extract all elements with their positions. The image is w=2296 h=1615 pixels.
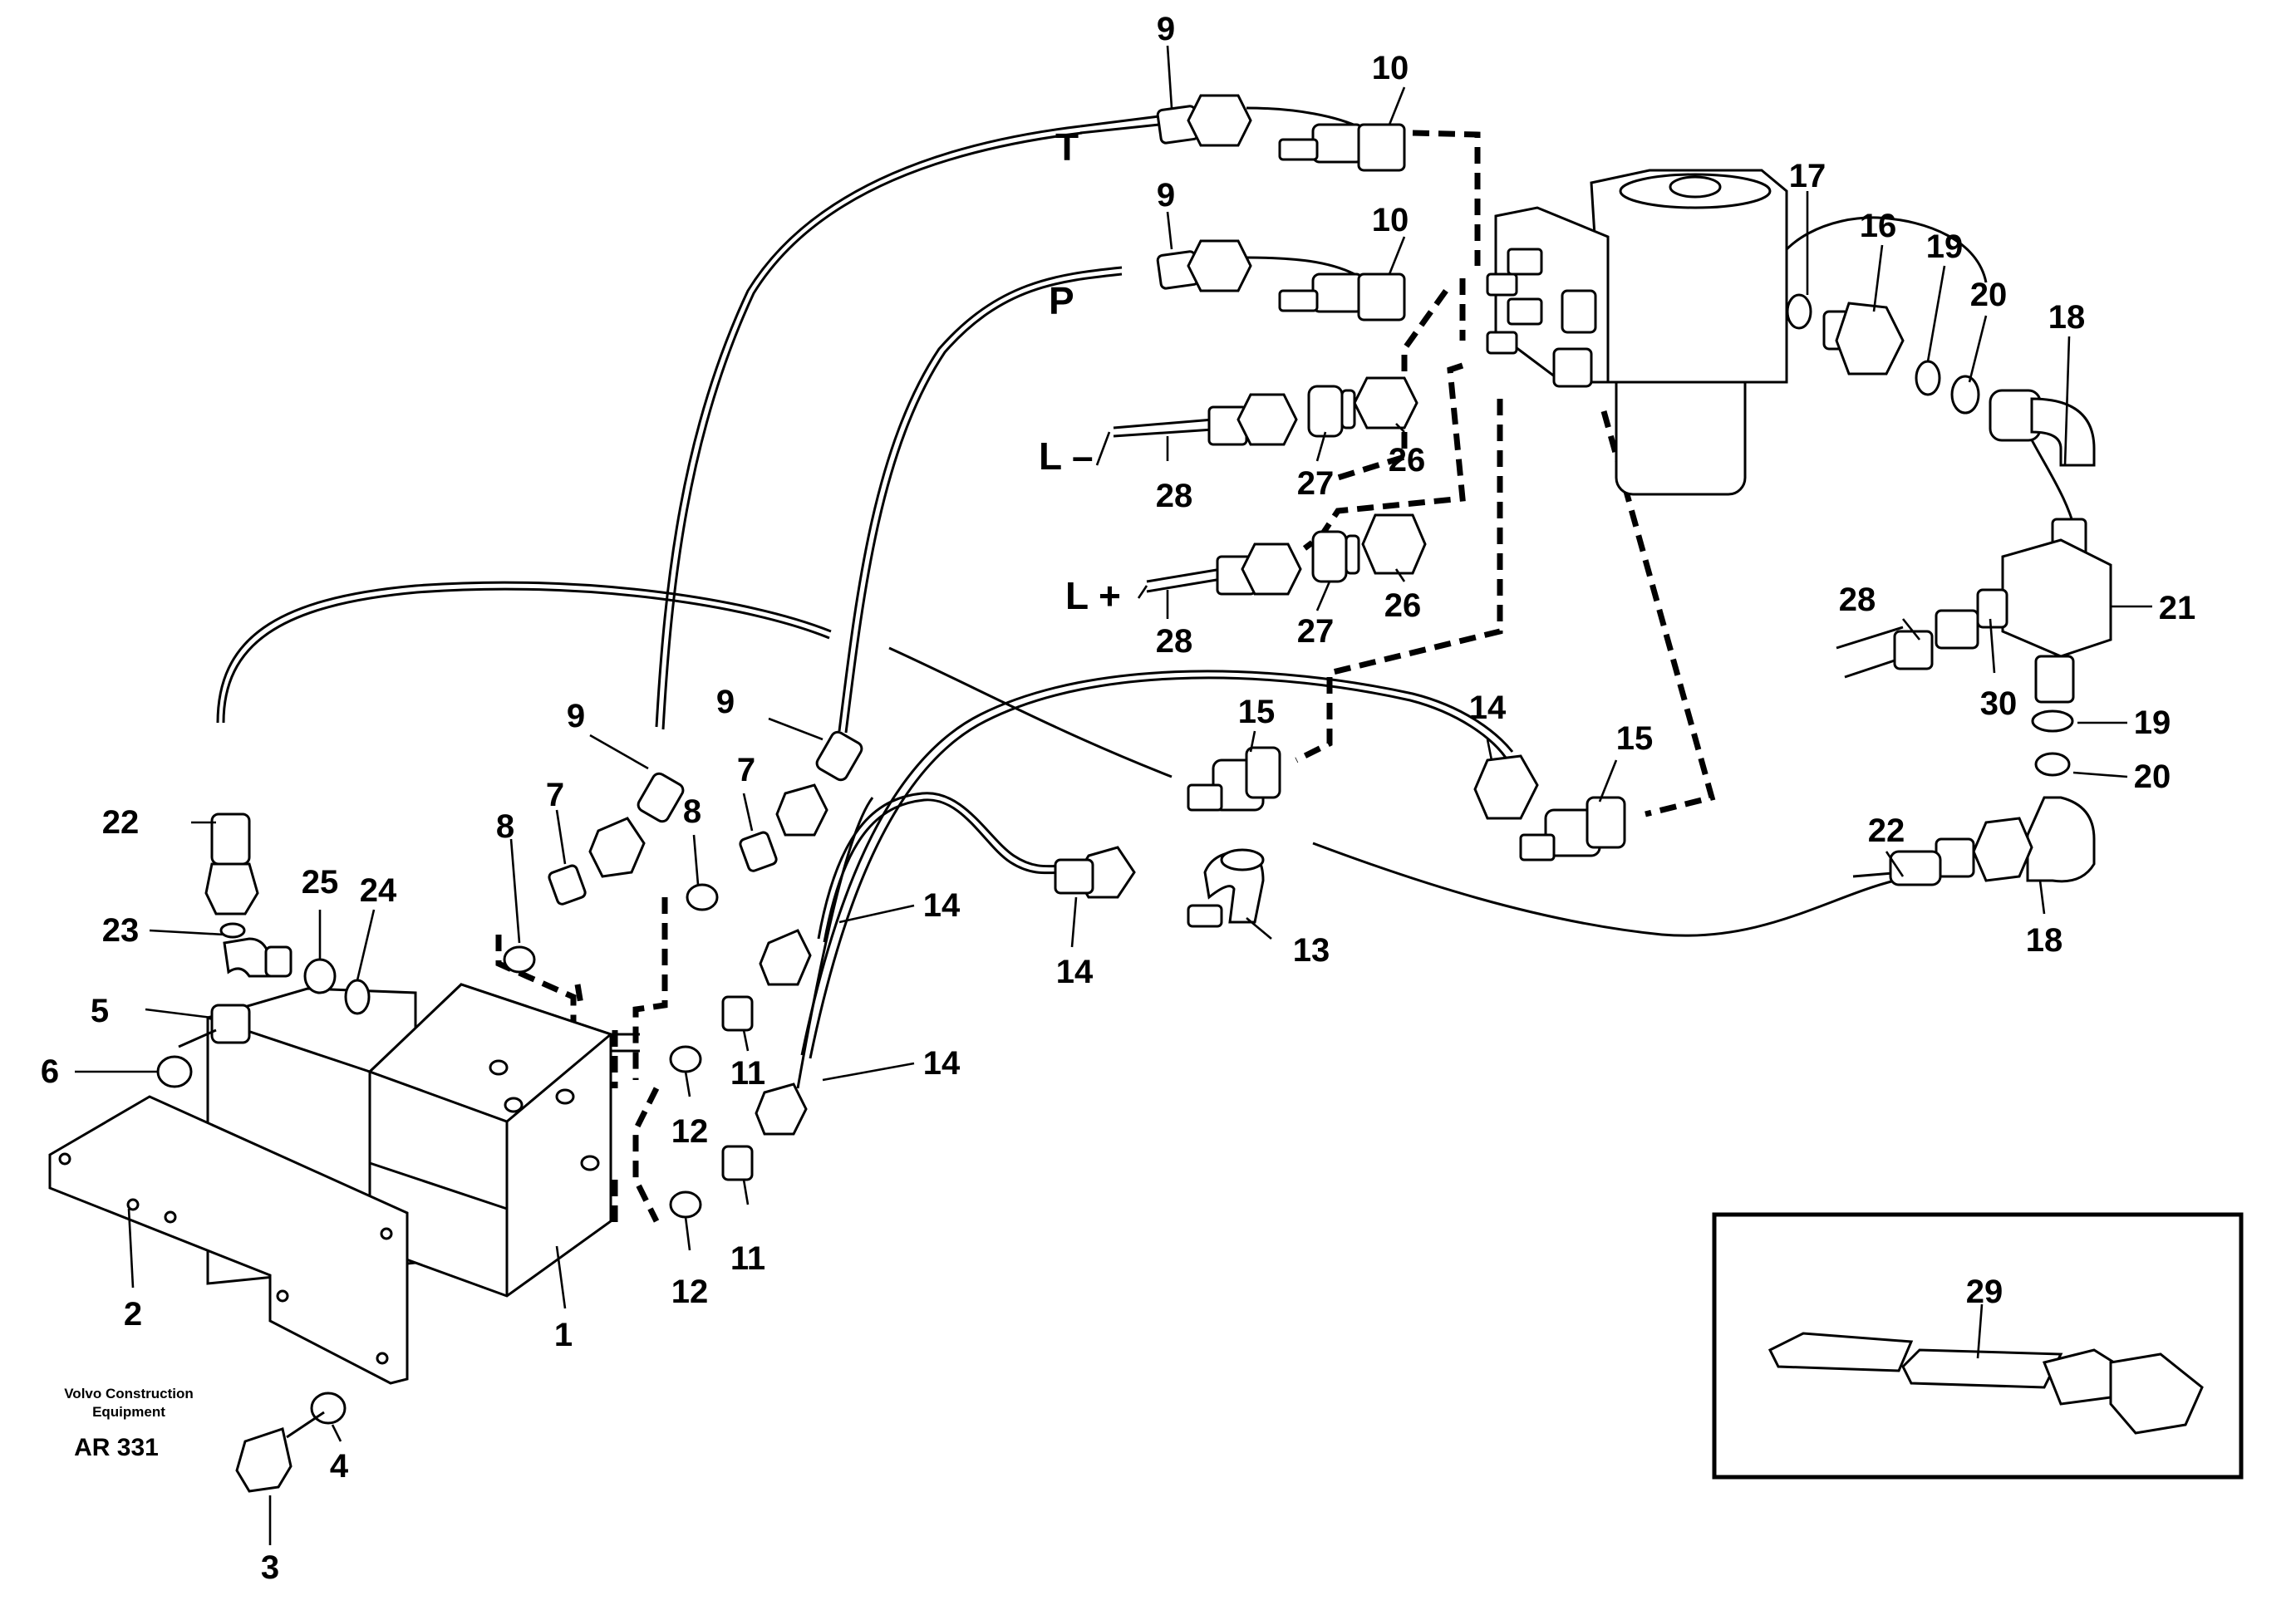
port-p: P	[1049, 279, 1074, 322]
port-t: T	[1055, 125, 1079, 169]
brand-block: Volvo Construction Equipment AR 331	[64, 1386, 194, 1461]
label-12-top: 12	[671, 1113, 709, 1150]
label-11-bottom: 11	[730, 1240, 765, 1277]
hose-14-loop	[800, 670, 1514, 1056]
brand-line-2: Equipment	[92, 1404, 165, 1420]
label-9-left: 9	[567, 698, 585, 734]
label-19-top: 19	[1926, 228, 1964, 265]
label-15-right: 15	[1616, 720, 1654, 757]
hose-22-right	[1312, 842, 1895, 937]
label-14-mid: 14	[923, 887, 961, 924]
label-23: 23	[102, 912, 140, 949]
pump-unit	[1486, 169, 1788, 496]
label-1: 1	[554, 1317, 573, 1353]
label-14-low: 14	[923, 1045, 961, 1082]
inset-box	[1712, 1212, 2244, 1480]
label-9-top: 9	[1157, 11, 1175, 47]
label-24: 24	[360, 872, 397, 909]
port-lminus: L –	[1039, 434, 1094, 478]
label-11-top: 11	[730, 1055, 765, 1092]
part-numbers: 9 10 9 10 17 16 19 20 18 21 28 30 19 20 …	[41, 11, 2195, 1586]
label-26-bottom: 26	[1384, 587, 1422, 624]
label-12-bottom: 12	[671, 1274, 709, 1310]
label-18-bottom: 18	[2026, 922, 2063, 959]
label-8-left: 8	[496, 808, 514, 845]
label-25: 25	[302, 864, 339, 901]
label-22-right: 22	[1868, 812, 1905, 849]
label-15-left: 15	[1238, 694, 1276, 730]
hose-9-p	[838, 266, 1123, 732]
label-18-top: 18	[2048, 299, 2086, 336]
label-21: 21	[2159, 590, 2196, 626]
label-30: 30	[1980, 685, 2018, 722]
label-16: 16	[1860, 208, 1897, 244]
label-26-top: 26	[1389, 442, 1426, 479]
label-9-mid: 9	[1157, 177, 1175, 214]
hose-22-left	[216, 581, 832, 724]
label-20-top: 20	[1970, 277, 2008, 313]
label-29: 29	[1966, 1274, 2003, 1310]
label-5: 5	[91, 993, 109, 1029]
label-27-top: 27	[1297, 465, 1335, 502]
label-14-lower: 14	[1056, 954, 1094, 990]
label-20-right: 20	[2134, 758, 2171, 795]
label-19-right: 19	[2134, 704, 2171, 741]
label-10-mid: 10	[1372, 202, 1409, 238]
hoses	[216, 106, 2079, 1089]
dashed-pipes	[495, 130, 1716, 1230]
hose-9-t	[655, 125, 1081, 728]
label-28-lminus: 28	[1156, 478, 1193, 514]
label-8-right: 8	[683, 793, 701, 830]
label-28-lplus: 28	[1156, 623, 1193, 660]
label-22-left: 22	[102, 804, 140, 841]
port-lplus: L +	[1065, 574, 1121, 617]
label-27-bottom: 27	[1297, 613, 1335, 650]
valve-block	[206, 983, 640, 1298]
label-10-top: 10	[1372, 50, 1409, 86]
drawing-code: AR 331	[74, 1434, 159, 1461]
leader-lines	[75, 45, 2152, 1545]
label-7-left: 7	[546, 777, 564, 813]
label-7-right: 7	[737, 752, 755, 788]
label-9-right: 9	[716, 684, 735, 720]
label-14-right: 14	[1469, 690, 1507, 726]
label-6: 6	[41, 1053, 59, 1090]
cover-plate	[48, 1095, 409, 1385]
label-2: 2	[124, 1296, 142, 1333]
port-labels: T P L – L +	[1039, 125, 1121, 617]
label-13: 13	[1293, 932, 1330, 969]
label-3: 3	[261, 1549, 279, 1586]
brand-line-1: Volvo Construction	[64, 1386, 194, 1401]
fittings	[156, 94, 2112, 1493]
label-17: 17	[1789, 158, 1826, 194]
label-4: 4	[330, 1448, 349, 1485]
label-28-right: 28	[1839, 582, 1876, 618]
